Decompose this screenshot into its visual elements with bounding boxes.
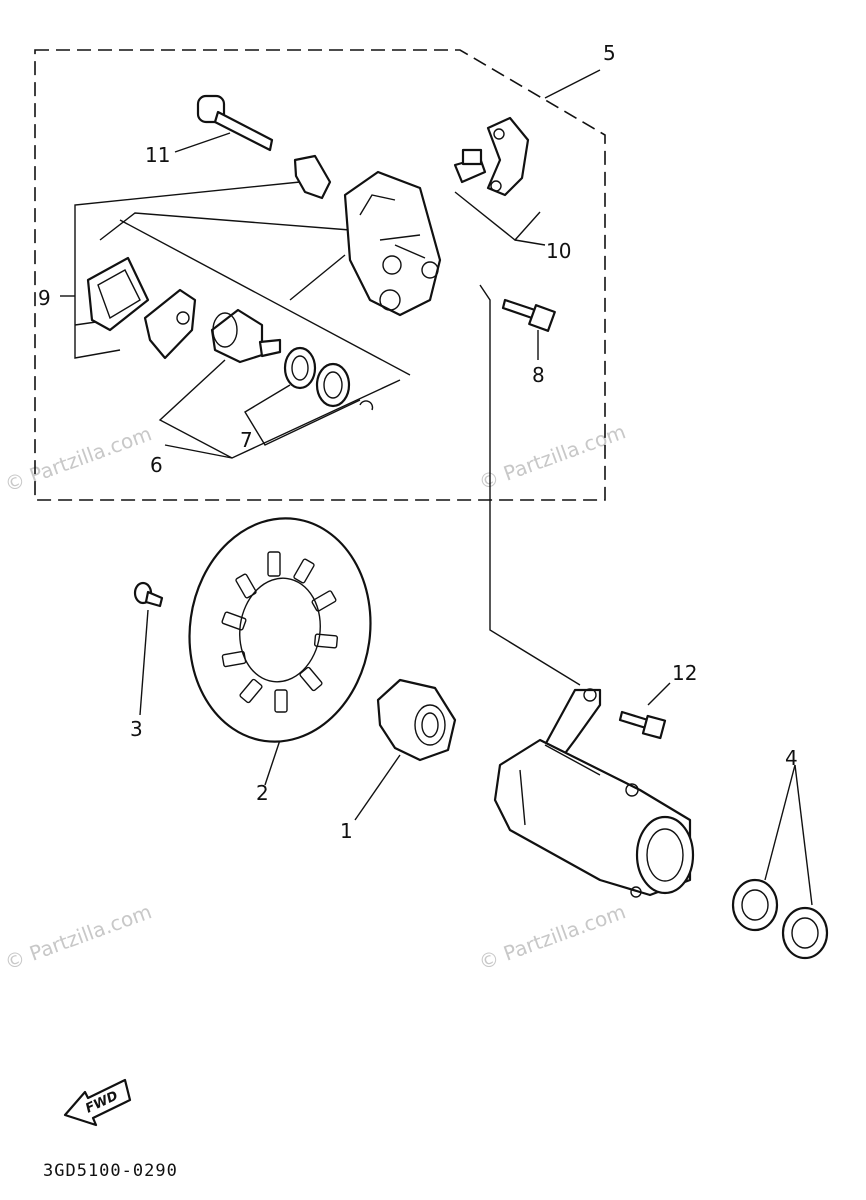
diagram-code: 3GD5100-0290 <box>43 1161 178 1181</box>
callout-12: 12 <box>672 661 697 685</box>
callout-8: 8 <box>532 363 545 387</box>
hub-1 <box>376 678 457 762</box>
callout-11: 11 <box>145 143 170 167</box>
pin-bolt-11 <box>196 94 274 152</box>
callout-5: 5 <box>603 41 616 65</box>
watermark: © Partzilla.com <box>2 899 155 974</box>
callout-10: 10 <box>546 239 571 263</box>
disc-vents <box>221 551 339 713</box>
callout-6: 6 <box>150 453 163 477</box>
callout-numbers: 1 2 3 4 5 6 7 8 9 10 11 12 <box>38 41 798 843</box>
piston-6 <box>210 308 282 364</box>
callout-2: 2 <box>256 781 269 805</box>
axle-housing <box>493 738 695 898</box>
callout-4: 4 <box>785 746 798 770</box>
watermark: © Partzilla.com <box>476 899 629 974</box>
fwd-arrow-icon: FWD <box>63 1078 132 1127</box>
bracket-10 <box>453 116 530 197</box>
bolt-8 <box>501 298 556 332</box>
callout-1: 1 <box>340 819 353 843</box>
seals-7 <box>283 346 374 411</box>
brake-pads-9 <box>86 256 197 360</box>
callout-9: 9 <box>38 286 51 310</box>
callout-3: 3 <box>130 717 143 741</box>
brake-disc-2 <box>188 517 372 743</box>
watermark: © Partzilla.com <box>2 421 155 496</box>
caliper-body <box>343 170 442 317</box>
pad-clip <box>293 154 332 200</box>
screw-3 <box>133 581 164 608</box>
callout-7: 7 <box>240 428 253 452</box>
leader-lines <box>60 69 813 906</box>
bolt-12 <box>618 710 667 740</box>
lock-nuts-4 <box>731 878 829 960</box>
caliper-assembly-boundary <box>34 49 606 501</box>
